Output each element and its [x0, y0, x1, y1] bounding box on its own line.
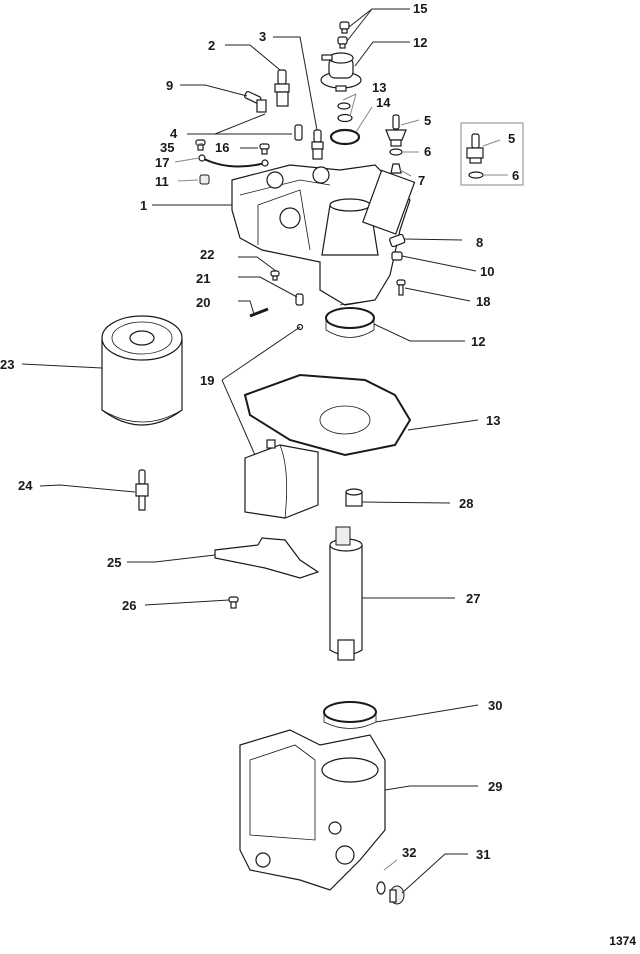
part-30-spacer — [345, 488, 363, 507]
callout-14: 12 — [413, 35, 427, 50]
part-28-screw — [228, 596, 239, 609]
callout-24: 22 — [200, 247, 214, 262]
part-1-housing — [231, 164, 416, 306]
callout-3: 3 — [259, 29, 266, 44]
callout-27: 25 — [107, 555, 121, 570]
callout-5: 5 — [424, 113, 431, 128]
part-14-regulator — [320, 52, 362, 92]
callout-9: 9 — [166, 78, 173, 93]
part-24-screw — [270, 270, 280, 281]
callout-21: 19 — [200, 373, 214, 388]
callout-32: 30 — [488, 698, 502, 713]
part-17-screws — [337, 21, 350, 49]
part-27-bracket — [214, 537, 320, 579]
callout-4: 4 — [170, 126, 178, 141]
callout-28: 26 — [122, 598, 136, 613]
part-8-fitting — [389, 233, 406, 248]
figure-number: 1374 — [609, 934, 636, 948]
part-7-filter — [390, 163, 402, 174]
part-3-fitting — [311, 129, 324, 160]
callout-23: 21 — [196, 271, 210, 286]
callout-34: 32 — [402, 845, 416, 860]
part-13-gasket — [243, 373, 412, 457]
part-35-screw — [195, 139, 206, 151]
callout-6: 6 — [424, 144, 431, 159]
callout-22: 20 — [196, 295, 210, 310]
callout-26: 24 — [18, 478, 33, 493]
callout-11: 11 — [155, 174, 169, 189]
part-5-fitting — [385, 114, 407, 147]
callout-20: 18 — [476, 294, 490, 309]
part-11-nut — [199, 174, 210, 185]
part-26-spark-plug — [135, 469, 149, 511]
callout-30: 28 — [459, 496, 473, 511]
part-15-orings — [337, 102, 353, 123]
callout-15: 13 — [372, 80, 386, 95]
callout-12: 12 — [471, 334, 485, 349]
callout-5-inset: 5 — [508, 131, 515, 146]
part-33-plug — [389, 885, 405, 905]
part-29-fuel-pump — [329, 526, 363, 661]
part-4-fitting — [294, 124, 303, 141]
part-22-pin — [249, 307, 269, 318]
part-34-oring — [376, 881, 386, 895]
part-23-fitting — [295, 293, 304, 306]
part-25-fuel-filter — [101, 315, 183, 426]
callout-6-inset: 6 — [512, 168, 519, 183]
inset-box — [460, 122, 524, 186]
part-21-block — [244, 439, 319, 519]
part-12-seal — [325, 307, 375, 338]
callout-8: 8 — [476, 235, 483, 250]
callout-18: 16 — [215, 140, 229, 155]
callout-13: 13 — [486, 413, 500, 428]
part-31-lower-housing — [239, 729, 386, 891]
callout-labels: 15 12 2 3 9 13 14 5 4 35 16 6 17 7 11 1 … — [0, 1, 519, 862]
callout-16: 14 — [376, 95, 391, 110]
part-16-seal-ring — [329, 128, 361, 146]
callout-10: 10 — [480, 264, 494, 279]
callout-29: 27 — [466, 591, 480, 606]
callout-7: 7 — [418, 173, 425, 188]
part-9-elbow — [244, 90, 267, 113]
part-18-screw — [259, 143, 270, 155]
part-6-oring — [389, 148, 403, 156]
callout-1: 1 — [140, 198, 147, 213]
callout-33: 31 — [476, 847, 490, 862]
part-10-fitting — [391, 251, 403, 261]
callout-2: 2 — [208, 38, 215, 53]
callout-17: 15 — [413, 1, 427, 16]
part-19-ground-strap — [198, 154, 269, 168]
callout-35: 35 — [160, 140, 174, 155]
part-20-screw — [396, 279, 406, 296]
callout-25: 23 — [0, 357, 14, 372]
callout-31: 29 — [488, 779, 502, 794]
part-32-seal — [323, 701, 377, 729]
leader-lines — [21, 8, 508, 894]
callout-19: 17 — [155, 155, 169, 170]
part-2-fitting — [274, 69, 290, 107]
